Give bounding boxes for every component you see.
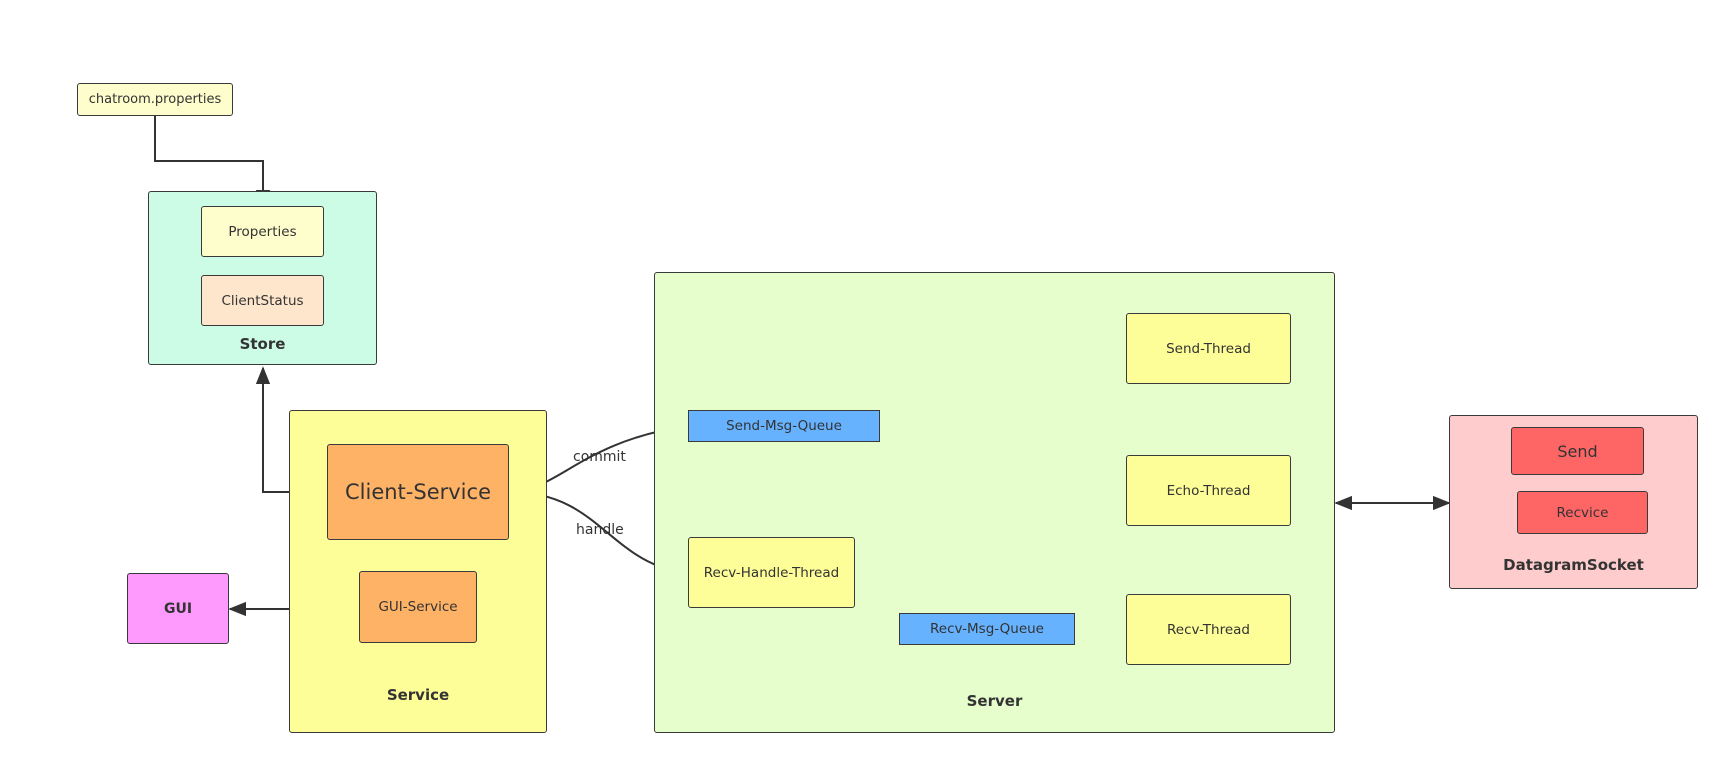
server-label: Server [966,692,1023,710]
service-label: Service [386,686,450,704]
recv-handle-thread-node: Recv-Handle-Thread [688,537,855,608]
handle-label: handle [576,522,624,538]
gui-service-node: GUI-Service [359,571,477,643]
echo-thread-node: Echo-Thread [1126,455,1291,526]
commit-label: commit [573,449,626,465]
send-thread-node: Send-Thread [1126,313,1291,384]
chatroom-properties-file: chatroom.properties [77,83,233,116]
edge-properties-file-to-properties [154,116,271,208]
recv-thread-node: Recv-Thread [1126,594,1291,665]
send-msg-queue-node: Send-Msg-Queue [688,410,880,442]
recvice-node: Recvice [1517,491,1648,534]
send-node: Send [1511,427,1644,475]
recv-msg-queue-node: Recv-Msg-Queue [899,613,1075,645]
gui-node: GUI [127,573,229,644]
client-status-node: ClientStatus [201,275,324,326]
client-service-node: Client-Service [327,444,509,540]
store-label: Store [239,335,286,353]
properties-node: Properties [201,206,324,257]
datagram-socket-label: DatagramSocket [1503,556,1644,574]
